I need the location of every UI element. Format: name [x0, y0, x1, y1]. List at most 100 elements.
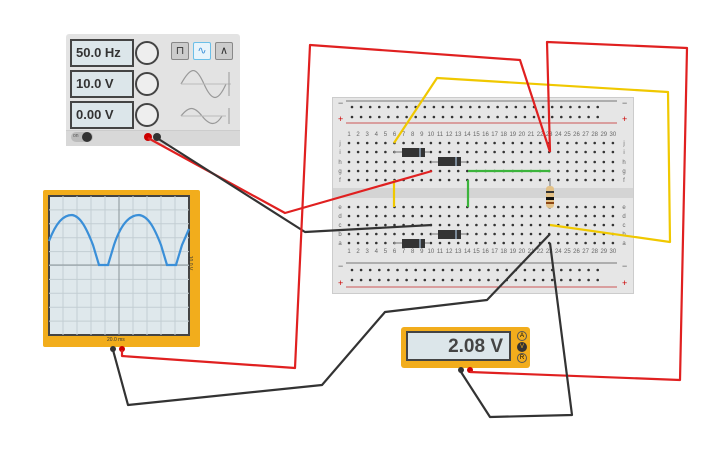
- breadboard-hole[interactable]: [429, 214, 433, 218]
- breadboard-hole[interactable]: [411, 169, 415, 173]
- breadboard-hole[interactable]: [557, 150, 560, 154]
- breadboard-hole[interactable]: [557, 178, 560, 182]
- breadboard-hole[interactable]: [529, 214, 533, 218]
- breadboard-hole[interactable]: [575, 241, 578, 245]
- breadboard-hole[interactable]: [365, 241, 369, 245]
- breadboard-hole[interactable]: [602, 150, 606, 154]
- rail-hole[interactable]: [596, 278, 599, 282]
- breadboard-hole[interactable]: [393, 169, 396, 173]
- breadboard-hole[interactable]: [538, 205, 542, 209]
- breadboard-hole[interactable]: [538, 223, 542, 227]
- rail-hole[interactable]: [396, 278, 399, 282]
- rail-hole[interactable]: [505, 268, 509, 272]
- breadboard-hole[interactable]: [347, 160, 351, 164]
- breadboard-hole[interactable]: [593, 241, 596, 245]
- positive-terminal[interactable]: [144, 133, 152, 141]
- breadboard-hole[interactable]: [447, 214, 451, 218]
- breadboard-hole[interactable]: [557, 141, 560, 145]
- frequency-knob[interactable]: [135, 41, 159, 65]
- rail-hole[interactable]: [487, 278, 490, 282]
- breadboard-hole[interactable]: [502, 178, 506, 182]
- breadboard-hole[interactable]: [566, 205, 569, 209]
- rail-hole[interactable]: [432, 268, 436, 272]
- breadboard-hole[interactable]: [611, 241, 615, 245]
- rail-hole[interactable]: [359, 105, 363, 109]
- breadboard-hole[interactable]: [420, 169, 424, 173]
- breadboard-hole[interactable]: [538, 141, 542, 145]
- breadboard-hole[interactable]: [566, 214, 569, 218]
- breadboard-hole[interactable]: [384, 223, 387, 227]
- breadboard-hole[interactable]: [456, 205, 460, 209]
- rail-hole[interactable]: [387, 268, 390, 272]
- rail-hole[interactable]: [569, 278, 572, 282]
- breadboard-hole[interactable]: [602, 160, 606, 164]
- negative-terminal[interactable]: [153, 133, 161, 141]
- rail-hole[interactable]: [487, 105, 490, 109]
- breadboard-hole[interactable]: [384, 169, 387, 173]
- breadboard-hole[interactable]: [493, 232, 496, 236]
- breadboard-hole[interactable]: [475, 205, 478, 209]
- breadboard-hole[interactable]: [529, 232, 533, 236]
- diode-2[interactable]: [431, 157, 467, 166]
- breadboard-hole[interactable]: [438, 150, 442, 154]
- breadboard-hole[interactable]: [375, 178, 378, 182]
- breadboard-hole[interactable]: [484, 205, 487, 209]
- breadboard-hole[interactable]: [466, 169, 469, 173]
- breadboard-hole[interactable]: [438, 214, 442, 218]
- breadboard-hole[interactable]: [593, 160, 596, 164]
- breadboard-hole[interactable]: [356, 205, 360, 209]
- breadboard-hole[interactable]: [529, 205, 533, 209]
- power-toggle[interactable]: on: [71, 132, 93, 142]
- rail-hole[interactable]: [505, 105, 509, 109]
- rail-hole[interactable]: [550, 105, 554, 109]
- rail-hole[interactable]: [541, 105, 545, 109]
- rail-hole[interactable]: [432, 115, 436, 119]
- rail-hole[interactable]: [487, 115, 490, 119]
- breadboard-hole[interactable]: [593, 232, 596, 236]
- breadboard-hole[interactable]: [484, 214, 487, 218]
- rail-hole[interactable]: [596, 115, 599, 119]
- rail-hole[interactable]: [578, 115, 581, 119]
- breadboard-hole[interactable]: [520, 214, 524, 218]
- breadboard-hole[interactable]: [365, 169, 369, 173]
- rail-hole[interactable]: [405, 105, 408, 109]
- breadboard-hole[interactable]: [566, 241, 569, 245]
- breadboard-hole[interactable]: [511, 223, 515, 227]
- breadboard-hole[interactable]: [393, 232, 396, 236]
- rail-hole[interactable]: [478, 115, 481, 119]
- breadboard-hole[interactable]: [375, 241, 378, 245]
- offset-knob[interactable]: [135, 103, 159, 127]
- breadboard-hole[interactable]: [557, 214, 560, 218]
- breadboard-hole[interactable]: [593, 205, 596, 209]
- breadboard-hole[interactable]: [466, 223, 469, 227]
- rail-hole[interactable]: [496, 105, 499, 109]
- breadboard-hole[interactable]: [365, 160, 369, 164]
- rail-hole[interactable]: [587, 268, 590, 272]
- breadboard-hole[interactable]: [502, 241, 506, 245]
- breadboard-hole[interactable]: [584, 141, 587, 145]
- breadboard-hole[interactable]: [593, 169, 596, 173]
- breadboard-hole[interactable]: [602, 241, 606, 245]
- dmm-positive-terminal[interactable]: [467, 367, 473, 373]
- breadboard-hole[interactable]: [375, 160, 378, 164]
- breadboard-hole[interactable]: [420, 232, 424, 236]
- rail-hole[interactable]: [387, 105, 390, 109]
- rail-hole[interactable]: [387, 278, 390, 282]
- breadboard-hole[interactable]: [475, 160, 478, 164]
- breadboard-hole[interactable]: [602, 178, 606, 182]
- rail-hole[interactable]: [396, 115, 399, 119]
- breadboard-hole[interactable]: [456, 141, 460, 145]
- breadboard-hole[interactable]: [429, 141, 433, 145]
- breadboard-hole[interactable]: [484, 141, 487, 145]
- rail-hole[interactable]: [550, 278, 554, 282]
- rail-hole[interactable]: [560, 278, 563, 282]
- breadboard-hole[interactable]: [429, 205, 433, 209]
- breadboard-hole[interactable]: [520, 141, 524, 145]
- breadboard-hole[interactable]: [511, 160, 515, 164]
- rail-hole[interactable]: [550, 115, 554, 119]
- rail-hole[interactable]: [405, 268, 408, 272]
- breadboard-hole[interactable]: [529, 160, 533, 164]
- breadboard-hole[interactable]: [438, 141, 442, 145]
- mode-ohmmeter[interactable]: R: [517, 353, 527, 363]
- breadboard-hole[interactable]: [529, 223, 533, 227]
